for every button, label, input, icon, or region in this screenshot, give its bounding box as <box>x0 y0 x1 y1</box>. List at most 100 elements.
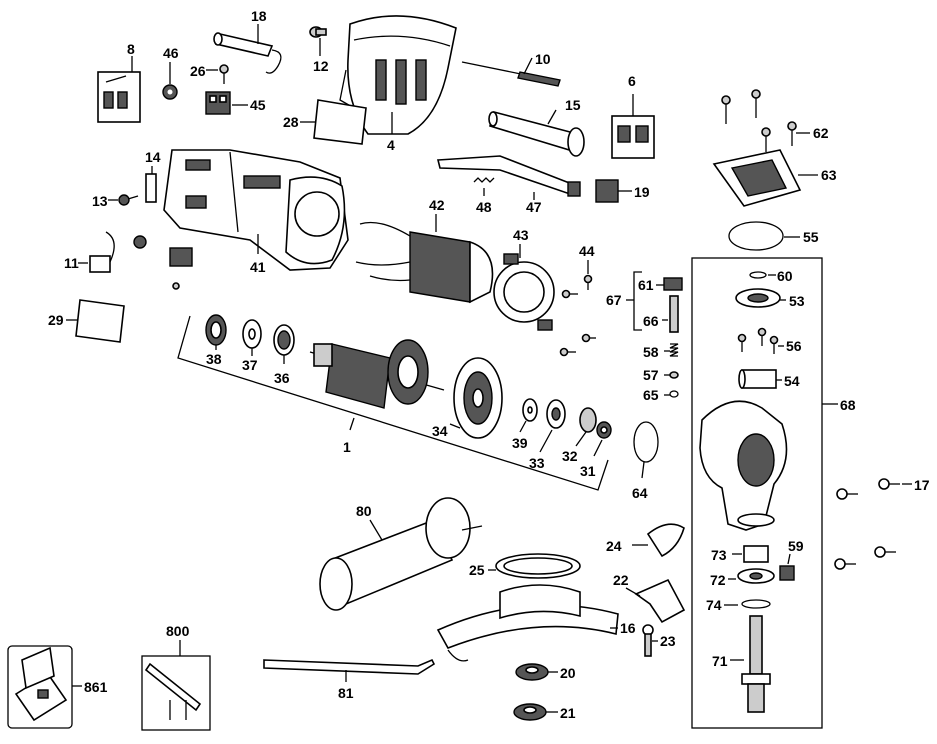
part-81-wrench <box>263 658 436 675</box>
part-61 <box>663 277 683 291</box>
part-38-bearing <box>205 314 227 346</box>
label-46: 46 <box>163 45 179 61</box>
label-47: 47 <box>526 199 542 215</box>
label-21: 21 <box>560 705 576 721</box>
label-45: 45 <box>250 97 266 113</box>
part-58-spring <box>669 343 679 357</box>
label-65: 65 <box>643 387 659 403</box>
part-57 <box>669 371 679 379</box>
part-4-housing <box>339 15 457 135</box>
part-63-cover <box>712 149 802 207</box>
group-68-box <box>691 257 823 729</box>
part-37-washer <box>242 319 262 349</box>
part-20-flange <box>515 663 549 681</box>
label-38: 38 <box>206 351 222 367</box>
label-59: 59 <box>788 538 804 554</box>
label-25: 25 <box>469 562 485 578</box>
label-29: 29 <box>48 312 64 328</box>
label-72: 72 <box>710 572 726 588</box>
label-55: 55 <box>803 229 819 245</box>
label-26: 26 <box>190 63 206 79</box>
part-10-rod <box>461 61 561 87</box>
part-19 <box>595 179 619 203</box>
label-81: 81 <box>338 685 354 701</box>
part-800-box <box>141 655 211 731</box>
part-18-tube <box>213 32 282 74</box>
label-14: 14 <box>145 149 161 165</box>
part-21-nut <box>513 703 547 721</box>
label-68: 68 <box>840 397 856 413</box>
label-37: 37 <box>242 357 258 373</box>
part-53-bearing <box>735 288 781 308</box>
label-44: 44 <box>579 243 595 259</box>
label-23: 23 <box>660 633 676 649</box>
label-60: 60 <box>777 268 793 284</box>
part-36-bearing <box>273 324 295 356</box>
part-34-fan <box>453 357 503 439</box>
label-8: 8 <box>127 41 135 57</box>
part-39-washer <box>522 398 538 422</box>
part-12-pin <box>309 26 327 38</box>
part-54-bearing <box>738 369 777 389</box>
part-64-oring <box>633 421 659 463</box>
bracket-67 <box>633 271 642 331</box>
part-33-bearing <box>546 399 566 429</box>
label-33: 33 <box>529 455 545 471</box>
part-45-switch <box>205 91 231 115</box>
label-80: 80 <box>356 503 372 519</box>
part-armature <box>309 339 445 409</box>
part-42-field <box>355 221 494 304</box>
part-43-ring <box>493 253 555 331</box>
label-64: 64 <box>632 485 648 501</box>
part-861-case <box>14 646 68 722</box>
label-34: 34 <box>432 423 448 439</box>
label-4: 4 <box>387 137 395 153</box>
part-26-screw <box>219 64 229 84</box>
part-48-spring <box>473 177 495 183</box>
label-1: 1 <box>343 439 351 455</box>
part-13-screw <box>118 194 139 206</box>
label-67: 67 <box>606 292 622 308</box>
part-11-connector <box>89 231 193 290</box>
label-56: 56 <box>786 338 802 354</box>
label-861: 861 <box>84 679 108 695</box>
part-31-nut <box>596 421 612 439</box>
part-59-lock <box>779 565 795 581</box>
part-25-ring <box>495 553 581 579</box>
label-53: 53 <box>789 293 805 309</box>
part-66-pin <box>669 295 679 333</box>
label-66: 66 <box>643 313 659 329</box>
label-63: 63 <box>821 167 837 183</box>
part-14 <box>145 173 157 203</box>
label-32: 32 <box>562 448 578 464</box>
part-47-lever <box>436 155 581 197</box>
part-65 <box>669 390 679 398</box>
part-6-block <box>611 115 655 159</box>
part-28-label <box>313 99 367 145</box>
label-22: 22 <box>613 572 629 588</box>
part-17-screws <box>834 478 900 570</box>
label-10: 10 <box>535 51 551 67</box>
part-62-screws <box>721 89 797 152</box>
label-43: 43 <box>513 227 529 243</box>
label-28: 28 <box>283 114 299 130</box>
part-22-bracket <box>634 578 686 624</box>
label-20: 20 <box>560 665 576 681</box>
label-19: 19 <box>634 184 650 200</box>
part-41-main-housing <box>163 149 349 271</box>
label-11: 11 <box>64 255 79 271</box>
label-800: 800 <box>166 623 190 639</box>
label-31: 31 <box>580 463 596 479</box>
label-24: 24 <box>606 538 622 554</box>
label-13: 13 <box>92 193 108 209</box>
part-60 <box>749 271 767 279</box>
label-58: 58 <box>643 344 659 360</box>
label-16: 16 <box>620 620 636 636</box>
part-24-clip <box>646 523 685 558</box>
part-72-gear <box>737 568 775 584</box>
part-15-boot <box>488 111 585 157</box>
label-61: 61 <box>638 277 654 293</box>
part-71-spindle <box>741 615 771 713</box>
label-48: 48 <box>476 199 492 215</box>
label-62: 62 <box>813 125 829 141</box>
